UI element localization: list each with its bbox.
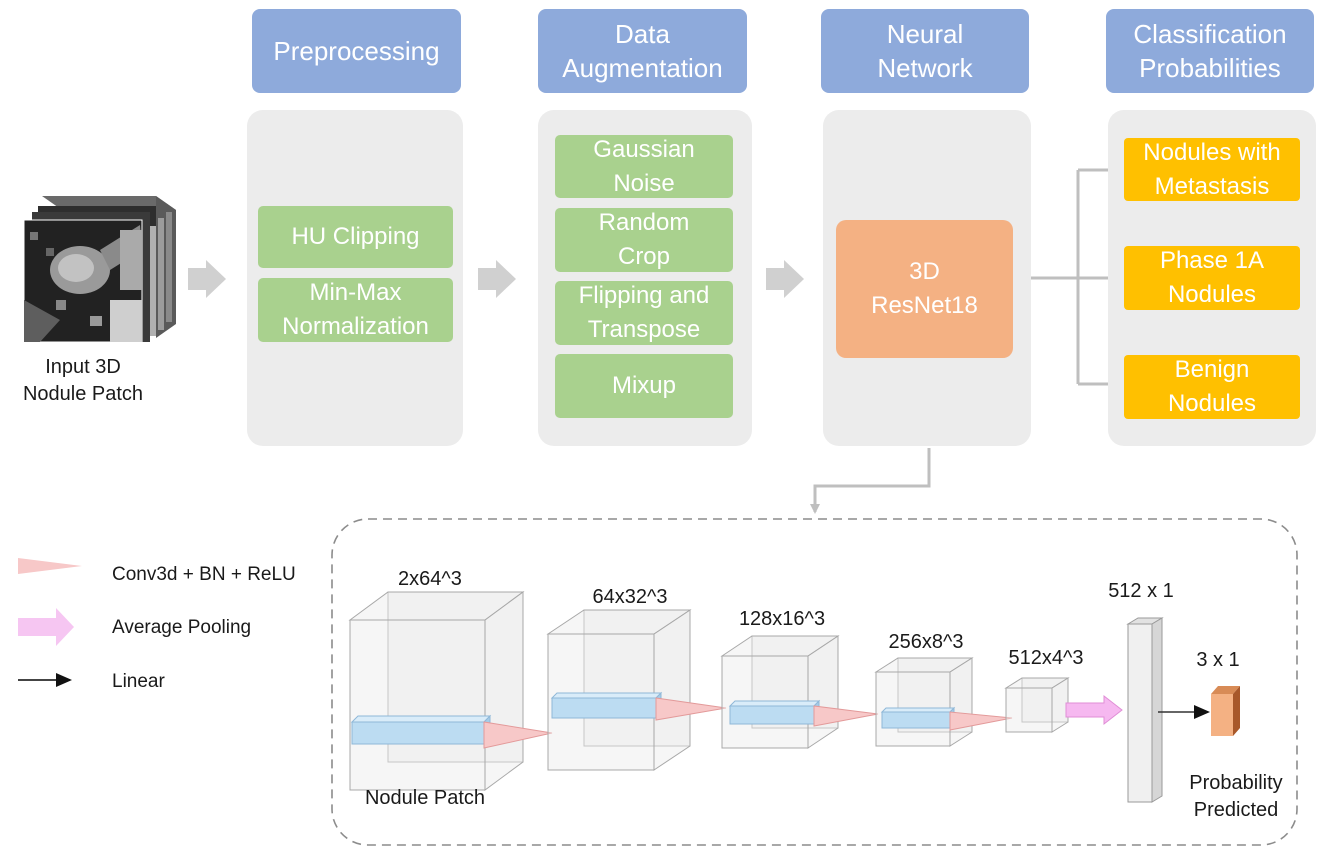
- legend-conv-icon: [18, 558, 82, 574]
- legend-pool-label: Average Pooling: [112, 617, 252, 638]
- vector-512: [1127, 623, 1153, 803]
- architecture-connector: [810, 448, 931, 514]
- feature-cube-512x4: [1004, 677, 1070, 733]
- output-cube-side: [1233, 686, 1240, 736]
- aug-random-crop: Random Crop: [555, 208, 733, 272]
- output-cube: [1211, 694, 1233, 736]
- feature-cube-2x64: [348, 591, 525, 791]
- model-3d-resnet18: 3D ResNet18: [836, 220, 1013, 358]
- flow-arrow-1: [188, 260, 226, 298]
- legend-conv-label: Conv3d + BN + ReLU: [112, 564, 296, 585]
- conv-wedge-2: [655, 697, 727, 721]
- average-pooling-arrow: [1065, 694, 1123, 726]
- conv-slab-2: [551, 697, 657, 719]
- input-patch-label: Input 3D Nodule Patch: [22, 356, 144, 405]
- aug-flipping-transpose: Flipping and Transpose: [555, 281, 733, 345]
- nodule-patch-caption: Nodule Patch: [364, 787, 486, 809]
- flow-arrow-2: [478, 260, 516, 298]
- nodule-patch-image: [23, 196, 176, 343]
- aug-mixup: Mixup: [555, 354, 733, 418]
- class-phase-1a-nodules: Phase 1A Nodules: [1124, 246, 1300, 310]
- header-data-augmentation: Data Augmentation: [538, 9, 747, 93]
- branch-connector: [1031, 165, 1122, 389]
- layer-label-2x64: 2x64^3: [398, 568, 462, 590]
- header-neural-network: Neural Network: [821, 9, 1029, 93]
- class-benign-nodules: Benign Nodules: [1124, 355, 1300, 419]
- output-cube-top: [1211, 686, 1240, 694]
- step-min-max-normalization: Min-Max Normalization: [258, 278, 453, 342]
- feature-cube-256x8: [874, 657, 974, 747]
- aug-gaussian-noise: Gaussian Noise: [555, 135, 733, 198]
- header-preprocessing: Preprocessing: [252, 9, 461, 93]
- layer-label-128x16: 128x16^3: [738, 608, 826, 630]
- conv-slab-3: [729, 705, 815, 725]
- feature-cube-128x16: [720, 635, 840, 749]
- legend-linear-label: Linear: [112, 671, 165, 692]
- class-nodules-with-metastasis: Nodules with Metastasis: [1124, 138, 1300, 201]
- header-classification-probabilities: Classification Probabilities: [1106, 9, 1314, 93]
- conv-wedge-3: [813, 705, 879, 727]
- conv-wedge-1: [483, 721, 553, 749]
- vector-512-side: [1151, 617, 1163, 803]
- conv-wedge-4: [949, 711, 1013, 731]
- layer-label-512x4: 512x4^3: [1008, 647, 1084, 669]
- conv-slab-4-top: [880, 707, 956, 713]
- step-hu-clipping: HU Clipping: [258, 206, 453, 268]
- layer-label-64x32: 64x32^3: [592, 586, 668, 608]
- feature-cube-64x32: [546, 609, 692, 771]
- flow-arrow-3: [766, 260, 804, 298]
- probability-predicted-caption: Probability Predicted: [1189, 772, 1283, 821]
- layer-label-3x1: 3 x 1: [1196, 649, 1240, 671]
- legend-pool-icon: [18, 608, 74, 646]
- conv-slab-3-top: [728, 700, 821, 707]
- layer-label-256x8: 256x8^3: [888, 631, 964, 653]
- conv-slab-4: [881, 711, 951, 729]
- conv-slab-1-top: [350, 715, 492, 723]
- conv-slab-2-top: [550, 692, 663, 699]
- layer-label-512x1: 512 x 1: [1108, 580, 1174, 602]
- conv-slab-1: [351, 721, 485, 745]
